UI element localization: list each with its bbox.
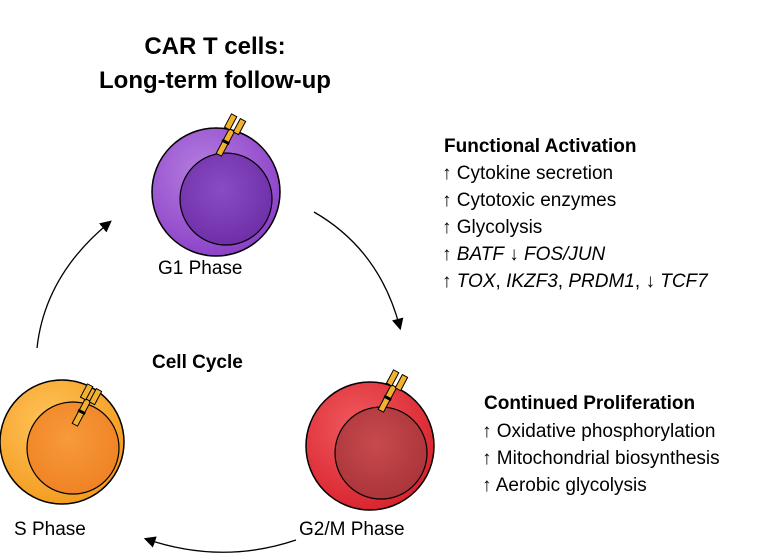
- gene-tox: TOX: [456, 271, 496, 292]
- proliferation-item: ↑ Mitochondrial biosynthesis: [482, 445, 720, 472]
- s-cell: [0, 379, 125, 505]
- s-phase-label: S Phase: [14, 519, 86, 540]
- s-car-receptor-icon: [71, 383, 103, 427]
- functional-item: ↑ Glycolysis: [442, 214, 542, 241]
- gene-batf: BATF: [456, 244, 504, 265]
- g1-car-receptor-icon: [215, 113, 247, 157]
- up-arrow-icon: ↑: [442, 244, 452, 265]
- separator: ,: [557, 271, 569, 292]
- title-line-1: CAR T cells:: [144, 33, 286, 60]
- gene-prdm1: PRDM1: [568, 271, 635, 292]
- functional-gene-line-2: ↑ TOX, IKZF3, PRDM1, ↓ TCF7: [442, 268, 708, 295]
- arrow-s-to-g1: [36, 220, 112, 349]
- up-arrow-icon: ↑: [442, 190, 452, 211]
- continued-proliferation-heading: Continued Proliferation: [484, 393, 696, 414]
- g1-cell: [151, 127, 281, 257]
- up-arrow-icon: ↑: [482, 448, 492, 469]
- up-arrow-icon: ↑: [442, 163, 452, 184]
- functional-item-text: Cytokine secretion: [456, 163, 614, 184]
- gene-tcf7: TCF7: [660, 271, 708, 292]
- g2m-car-receptor-icon: [377, 369, 409, 413]
- arrow-g2m-to-s: [143, 536, 297, 553]
- functional-activation-heading: Functional Activation: [444, 136, 637, 157]
- title-line-2: Long-term follow-up: [99, 67, 331, 94]
- functional-item: ↑ Cytokine secretion: [442, 160, 613, 187]
- down-arrow-icon: ↓: [509, 244, 519, 265]
- separator: ,: [634, 271, 646, 292]
- gene-fos-jun: FOS/JUN: [524, 244, 606, 265]
- g1-phase-label: G1 Phase: [158, 258, 243, 279]
- up-arrow-icon: ↑: [482, 421, 492, 442]
- gene-ikzf3: IKZF3: [506, 271, 558, 292]
- proliferation-item: ↑ Aerobic glycolysis: [482, 472, 647, 499]
- functional-item: ↑ Cytotoxic enzymes: [442, 187, 616, 214]
- up-arrow-icon: ↑: [442, 271, 452, 292]
- cell-cycle-label: Cell Cycle: [152, 352, 243, 373]
- proliferation-item: ↑ Oxidative phosphorylation: [482, 418, 715, 445]
- separator: ,: [495, 271, 507, 292]
- proliferation-item-text: Mitochondrial biosynthesis: [496, 448, 720, 469]
- up-arrow-icon: ↑: [482, 475, 492, 496]
- g2m-phase-label: G2/M Phase: [299, 519, 405, 540]
- arrow-g1-to-g2m: [313, 211, 404, 331]
- proliferation-item-text: Oxidative phosphorylation: [496, 421, 716, 442]
- functional-item-text: Cytotoxic enzymes: [456, 190, 617, 211]
- functional-item-text: Glycolysis: [456, 217, 543, 238]
- proliferation-item-text: Aerobic glycolysis: [495, 475, 647, 496]
- g2m-cell: [305, 381, 435, 511]
- functional-gene-line-1: ↑ BATF ↓ FOS/JUN: [442, 241, 605, 268]
- down-arrow-icon: ↓: [645, 271, 655, 292]
- up-arrow-icon: ↑: [442, 217, 452, 238]
